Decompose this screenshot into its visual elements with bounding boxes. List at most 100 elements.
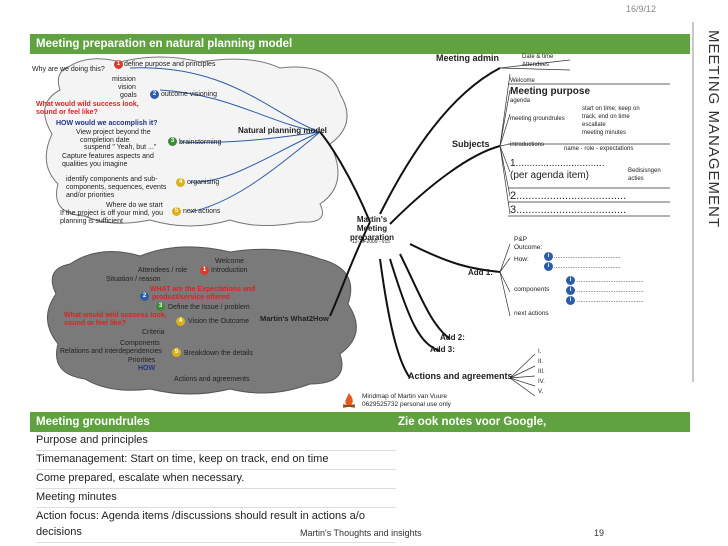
actions-item: V. xyxy=(538,389,544,395)
add2-title: Add 2: xyxy=(440,333,465,342)
w2h-welcome: Welcome xyxy=(215,258,245,265)
center-date: 12-10-2009 - v15 xyxy=(352,239,391,245)
groundrules-heading: Meeting groundrules xyxy=(36,416,150,428)
w2h-criteria: Criteria xyxy=(142,329,165,336)
w2h-components: Components xyxy=(120,340,160,347)
list-item: Meeting minutes xyxy=(36,489,396,508)
npm-limit: If the project is off your mind, you xyxy=(60,210,163,217)
npm-priorities: and/or priorities xyxy=(66,192,115,199)
subjects-gr-1: start on time; keep on xyxy=(582,106,640,112)
npm-goals: goals xyxy=(120,92,137,99)
what2how-cloud xyxy=(47,246,357,395)
w2h-define-issue: Define the Issue / problem xyxy=(168,304,250,311)
subjects-item-1b: (per agenda item) xyxy=(510,170,589,181)
subjects-title: Subjects xyxy=(452,139,490,149)
w2h-step-5-badge: 5 xyxy=(172,348,181,357)
bottom-title-bar: Meeting groundrules Zie ook notes voor G… xyxy=(30,412,690,432)
step-5-badge: 5 xyxy=(172,207,181,216)
npm-qualities: qualities you imagine xyxy=(62,161,128,168)
npm-completion: completion date xyxy=(80,137,130,144)
add1-how-dots-2: ........................................ xyxy=(554,264,621,270)
step-2-badge: 2 xyxy=(150,90,159,99)
add3-title: Add 3: xyxy=(430,345,455,354)
w2h-step-1-badge: 1 xyxy=(200,266,209,275)
step-1-badge: 1 xyxy=(114,60,123,69)
w2h-success-2: sound or feel like? xyxy=(64,320,126,327)
subjects-item-3: 3.................................... xyxy=(510,204,627,216)
w2h-title: Martin's What2How xyxy=(260,314,329,323)
subjects-agenda: agenda xyxy=(510,98,531,104)
step-4-badge: 4 xyxy=(176,178,185,187)
npm-capture: Capture features aspects and xyxy=(62,153,154,160)
npm-where: Where do we start xyxy=(106,202,163,209)
w2h-expectations: WHAT are the Expectations and xyxy=(150,286,256,293)
w2h-actions: Actions and agreements xyxy=(174,376,250,383)
subjects-purpose: Meeting purpose xyxy=(510,86,591,97)
subjects-decisions: Bedisisngen xyxy=(628,168,661,174)
w2h-how: HOW xyxy=(138,365,156,372)
w2h-attendees: Attendees / role xyxy=(138,267,188,274)
center-title: Martin's Meeting preparation xyxy=(349,215,394,242)
subjects-gr-4: meeting minutes xyxy=(582,130,627,136)
npm-how: HOW would we accomplish it? xyxy=(56,120,158,127)
top-title-bar: Meeting preparation en natural planning … xyxy=(30,34,690,54)
add1-next-actions: next actions xyxy=(514,310,549,317)
npm-define: define purpose and principles xyxy=(124,61,216,68)
info-icon: i xyxy=(544,262,553,271)
add1-title: Add 1: xyxy=(468,268,493,277)
list-item: Timemanagement: Start on time, keep on t… xyxy=(36,451,396,470)
actions-item: IV. xyxy=(538,379,545,385)
npm-identify: identify components and sub- xyxy=(66,176,158,183)
npm-outcome-visioning: outcome visioning xyxy=(161,91,218,98)
vertical-title: MEETING MANAGEMENT xyxy=(705,30,722,229)
footer-text: Martin's Thoughts and insights xyxy=(300,528,422,538)
npm-components: components, sequences, events xyxy=(66,184,167,191)
npm-suspend: suspend " Yeah, but ..." xyxy=(84,144,157,151)
list-item: Action focus: Agenda items /discussions … xyxy=(36,508,396,543)
npm-view: View project beyond the xyxy=(76,129,151,136)
w2h-priorities: Priorities xyxy=(128,357,156,364)
list-item: Purpose and principles xyxy=(36,432,396,451)
add1-comp-dots-1: ........................................ xyxy=(577,278,644,284)
npm-cloud xyxy=(44,56,348,227)
subjects-decisions-2: acties xyxy=(628,176,644,182)
subjects-item-1: 1................................ xyxy=(510,158,605,169)
w2h-success: What would wild success look, xyxy=(64,312,167,319)
subjects-item-2: 2.................................... xyxy=(510,190,627,202)
add1-outcome: Outcome: xyxy=(514,244,543,251)
step-3-badge: 3 xyxy=(168,137,177,146)
w2h-product: product/service offered xyxy=(152,294,230,301)
w2h-vision-outcome: Vision the Outcome xyxy=(188,318,249,325)
subjects-gr-3: escallate xyxy=(582,122,606,128)
npm-vision: vision xyxy=(118,84,136,91)
subjects-welcome: Welcome xyxy=(510,78,535,84)
admin-attendees: Attendees xyxy=(522,62,550,68)
w2h-introduction: Introduction xyxy=(211,267,248,274)
npm-success: What would wild success look, xyxy=(36,101,139,108)
add1-pp: P&P xyxy=(514,236,528,243)
npm-next-actions: next actions xyxy=(183,208,221,215)
list-item: Come prepared, escalate when necessary. xyxy=(36,470,396,489)
npm-success-2: sound or feel like? xyxy=(36,109,98,116)
npm-why: Why are we doing this? xyxy=(32,66,105,73)
vertical-divider xyxy=(692,22,694,382)
npm-title: Natural planning model xyxy=(238,126,327,135)
w2h-step-4-badge: 4 xyxy=(176,317,185,326)
subjects-intro-detail: name - role - expectations xyxy=(564,146,634,152)
w2h-step-2-badge: 2 xyxy=(140,292,149,301)
info-icon: i xyxy=(566,296,575,305)
actions-title: Actions and agreements xyxy=(408,371,513,381)
info-icon: i xyxy=(544,252,553,261)
add1-comp-dots-3: ........................................ xyxy=(577,298,644,304)
info-icon: i xyxy=(566,286,575,295)
subjects-introductions: introductions xyxy=(510,142,545,148)
groundrules-list: Purpose and principles Timemanagement: S… xyxy=(36,432,396,543)
credit-line-1: Mindmap of Martin van Vuure xyxy=(362,393,448,400)
w2h-step-3-badge: 3 xyxy=(156,302,165,311)
add1-comp-dots-2: ........................................ xyxy=(577,288,644,294)
actions-item: I. xyxy=(538,349,542,355)
add1-how: How: xyxy=(514,256,529,263)
mindmap: Why are we doing this? 1 define purpose … xyxy=(30,53,690,410)
w2h-relations: Relations and interdependencies xyxy=(60,348,162,355)
